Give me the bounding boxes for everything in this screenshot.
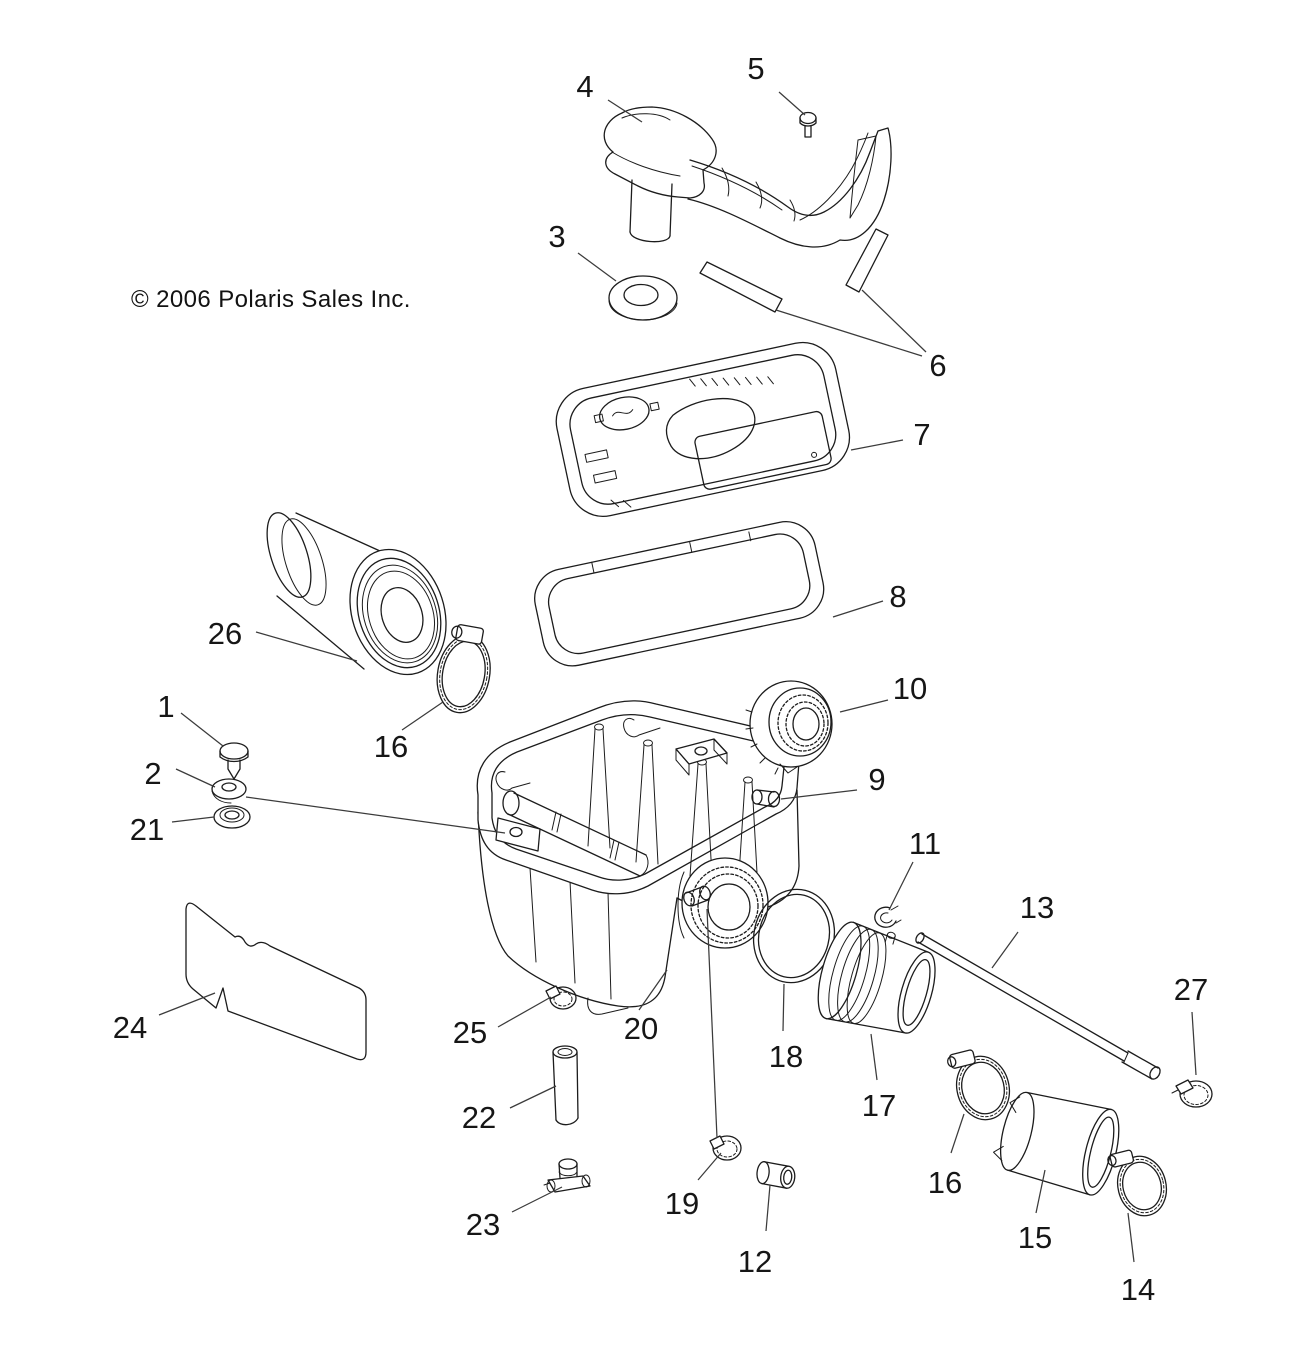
leader-line-3 (577, 252, 617, 282)
part-hose-clamp-lower (947, 1049, 1011, 1121)
callout-layer: 1234567891011121314151616171819202122232… (113, 51, 1208, 1307)
callout-15: 15 (1018, 1220, 1052, 1255)
leader-line-19 (706, 908, 718, 1139)
leader-line-15 (1035, 1169, 1046, 1214)
leader-line-20 (638, 969, 668, 1011)
callout-23: 23 (466, 1207, 500, 1242)
part-clip (874, 905, 902, 928)
callout-22: 22 (462, 1100, 496, 1135)
part-foam-panel (185, 902, 367, 1061)
leader-line-27 (1191, 1011, 1197, 1076)
callout-17: 17 (862, 1088, 896, 1123)
part-airbox-lid (555, 341, 851, 517)
part-foam-strips (699, 228, 889, 313)
callout-1: 1 (157, 689, 174, 724)
leader-line-26 (255, 631, 358, 662)
callout-10: 10 (893, 671, 927, 706)
part-washer-flat (213, 805, 251, 829)
leader-line-11 (888, 861, 914, 911)
part-push-rivet (219, 742, 249, 780)
leader-line-12 (765, 1184, 771, 1232)
callout-25: 25 (453, 1015, 487, 1050)
leader-line-25 (497, 996, 552, 1028)
leader-line-2 (245, 796, 506, 834)
leader-line-7 (850, 439, 904, 451)
leader-line-1 (180, 712, 224, 747)
callout-20: 20 (624, 1011, 658, 1046)
callout-13: 13 (1020, 890, 1054, 925)
callout-5: 5 (747, 51, 764, 86)
callout-11: 11 (909, 826, 941, 861)
callout-27: 27 (1174, 972, 1208, 1007)
part-airbox-body (476, 700, 800, 1015)
drain-nipple (683, 885, 711, 907)
leader-line-8 (832, 600, 884, 618)
part-vent-tube (552, 1045, 579, 1126)
part-screw (799, 111, 817, 138)
callout-16: 16 (374, 729, 408, 764)
callout-4: 4 (576, 69, 593, 104)
part-hose-clamp-end (1107, 1149, 1168, 1217)
callout-7: 7 (913, 417, 930, 452)
leader-line-4 (607, 99, 643, 123)
leader-line-14 (1127, 1212, 1135, 1263)
callout-19: 19 (665, 1186, 699, 1221)
leader-line-21 (171, 816, 215, 823)
part-adapter-boot (817, 921, 936, 1034)
leader-line-13 (991, 931, 1019, 969)
callout-18: 18 (769, 1039, 803, 1074)
callout-9: 9 (868, 762, 885, 797)
side-mount-bracket (495, 817, 541, 852)
rim-fitting (751, 789, 781, 808)
part-air-filter (266, 512, 447, 676)
leader-line-16 (401, 701, 444, 731)
part-intake-hose (993, 1091, 1120, 1196)
outlet-port (677, 857, 769, 949)
leader-line-18 (782, 983, 785, 1032)
callout-21: 21 (130, 812, 164, 847)
callout-14: 14 (1121, 1272, 1155, 1307)
leader-line-6 (775, 309, 923, 357)
copyright-text: © 2006 Polaris Sales Inc. (131, 286, 411, 313)
leader-line-24 (158, 992, 216, 1016)
callout-8: 8 (889, 579, 906, 614)
leader-line-16 (950, 1113, 965, 1154)
part-mini-clamp-drain (709, 1135, 742, 1161)
leader-line-22 (509, 1085, 557, 1109)
leader-line-10 (839, 699, 889, 713)
leader-line-5 (778, 91, 806, 116)
leader-line-17 (870, 1033, 878, 1081)
part-lid-gasket (534, 521, 825, 667)
part-bushing (756, 1161, 796, 1189)
part-breather-tube (915, 932, 1161, 1080)
leader-line-6 (861, 289, 927, 353)
part-mini-clamp-right (1171, 1079, 1213, 1108)
part-intake-duct (603, 106, 892, 248)
callout-12: 12 (738, 1244, 772, 1279)
leader-line-19 (697, 1152, 722, 1181)
callout-3: 3 (548, 219, 565, 254)
leader-line-9 (780, 789, 858, 800)
callout-26: 26 (208, 616, 242, 651)
part-washer-small (211, 778, 247, 804)
callout-24: 24 (113, 1010, 147, 1045)
callout-6: 6 (929, 348, 946, 383)
part-hose-clamp-upper (436, 624, 491, 714)
leader-line-2 (175, 768, 216, 788)
leader-line-23 (511, 1186, 563, 1213)
part-ring-nut (745, 680, 833, 775)
callout-16: 16 (928, 1165, 962, 1200)
snorkel-mount-bracket (675, 738, 728, 776)
part-drain-fitting (543, 1158, 591, 1193)
callout-2: 2 (144, 756, 161, 791)
part-grommet (608, 275, 678, 321)
